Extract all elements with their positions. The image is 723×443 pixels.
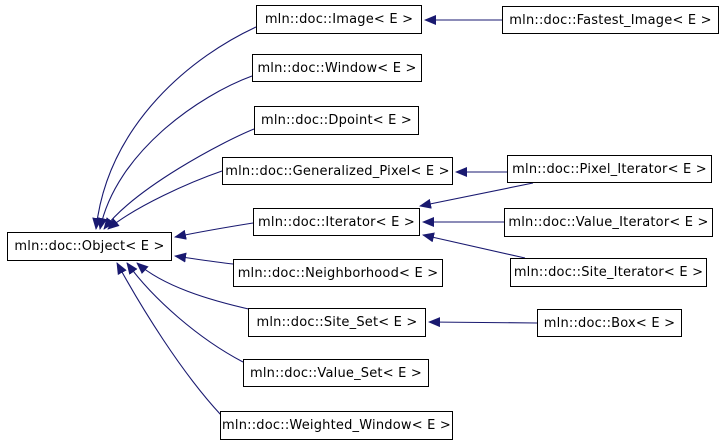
class-node-label: mln::doc::Object< E >	[14, 239, 165, 254]
class-node-image[interactable]: mln::doc::Image< E >	[256, 5, 422, 34]
class-node-pixel-iterator[interactable]: mln::doc::Pixel_Iterator< E >	[507, 155, 712, 183]
inheritance-edge-site-set-to-object	[136, 262, 254, 311]
class-node-label: mln::doc::Dpoint< E >	[260, 113, 412, 128]
class-node-label: mln::doc::Pixel_Iterator< E >	[512, 161, 707, 177]
class-node-label: mln::doc::Weighted_Window< E >	[222, 418, 451, 433]
inheritance-edge-neighborhood-to-object	[174, 252, 234, 265]
class-node-window[interactable]: mln::doc::Window< E >	[252, 54, 422, 82]
class-node-label: mln::doc::Site_Set< E >	[256, 315, 418, 330]
class-node-value-set[interactable]: mln::doc::Value_Set< E >	[243, 359, 429, 387]
inheritance-edge-window-to-object	[97, 75, 253, 230]
class-node-iterator[interactable]: mln::doc::Iterator< E >	[253, 208, 420, 236]
class-node-label: mln::doc::Value_Iterator< E >	[508, 215, 709, 230]
class-node-label: mln::doc::Window< E >	[257, 60, 417, 76]
class-node-site-set[interactable]: mln::doc::Site_Set< E >	[248, 308, 426, 337]
class-node-label: mln::doc::Box< E >	[543, 315, 676, 331]
class-node-label: mln::doc::Generalized_Pixel< E >	[225, 163, 450, 179]
inheritance-edge-pixel-iterator-to-iterator	[419, 182, 534, 209]
class-node-label: mln::doc::Site_Iterator< E >	[513, 265, 704, 280]
class-node-dpoint[interactable]: mln::doc::Dpoint< E >	[254, 106, 419, 135]
class-node-fastest-image[interactable]: mln::doc::Fastest_Image< E >	[502, 6, 719, 34]
class-node-label: mln::doc::Neighborhood< E >	[237, 265, 439, 281]
inheritance-edge-box-to-site-set	[428, 317, 538, 328]
inheritance-edge-image-to-object	[92, 26, 257, 230]
class-node-label: mln::doc::Image< E >	[264, 12, 414, 27]
class-node-value-iterator[interactable]: mln::doc::Value_Iterator< E >	[504, 208, 713, 237]
inheritance-edge-dpoint-to-object	[103, 128, 255, 230]
class-node-label: mln::doc::Iterator< E >	[258, 214, 415, 230]
class-node-neighborhood[interactable]: mln::doc::Neighborhood< E >	[233, 259, 443, 287]
class-node-object[interactable]: mln::doc::Object< E >	[7, 232, 172, 261]
class-node-label: mln::doc::Value_Set< E >	[250, 365, 422, 381]
class-node-weighted-window[interactable]: mln::doc::Weighted_Window< E >	[220, 411, 453, 440]
inheritance-edge-generalized-pixel-to-object	[107, 170, 223, 230]
class-node-label: mln::doc::Fastest_Image< E >	[509, 12, 712, 28]
inheritance-edge-iterator-to-object	[174, 222, 254, 240]
inheritance-edge-value-set-to-object	[126, 262, 244, 363]
class-node-box[interactable]: mln::doc::Box< E >	[537, 309, 682, 337]
class-node-generalized-pixel[interactable]: mln::doc::Generalized_Pixel< E >	[222, 157, 453, 185]
inheritance-edge-site-iterator-to-iterator	[422, 232, 526, 259]
inheritance-edge-weighted-window-to-object	[116, 262, 222, 416]
class-node-site-iterator[interactable]: mln::doc::Site_Iterator< E >	[510, 258, 707, 287]
